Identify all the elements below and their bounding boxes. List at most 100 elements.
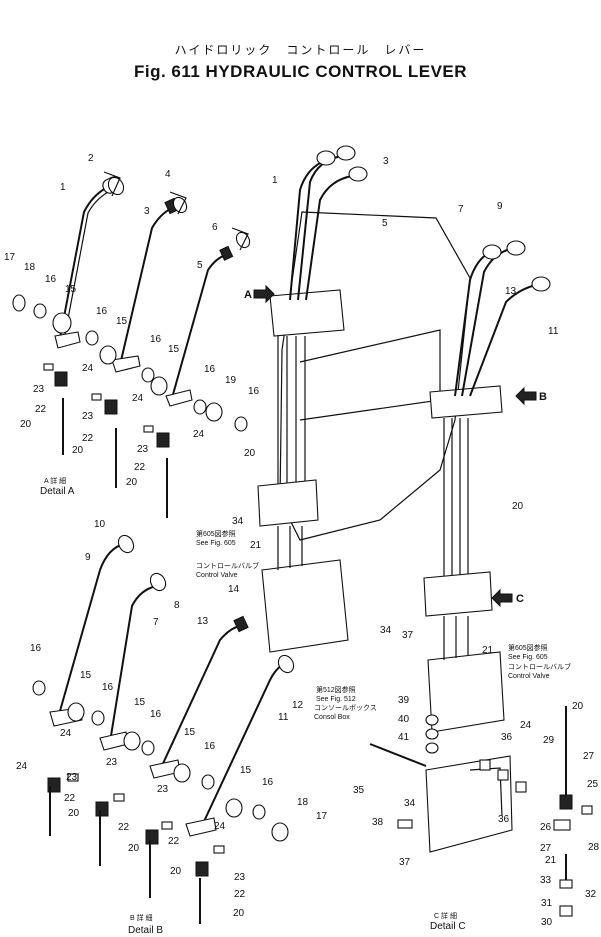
- callout-24: 24: [82, 363, 94, 374]
- callout-22: 22: [134, 462, 146, 473]
- callout-35: 35: [353, 785, 365, 796]
- callout-20: 20: [72, 445, 84, 456]
- callout-29: 29: [543, 735, 555, 746]
- callout-23: 23: [234, 872, 246, 883]
- callout-16: 16: [204, 741, 216, 752]
- callout-14: 14: [228, 584, 240, 595]
- callout-37: 37: [402, 630, 414, 641]
- callout-20: 20: [572, 701, 584, 712]
- callout-16: 16: [96, 306, 108, 317]
- callout-10: 10: [94, 519, 106, 530]
- callout-6: 6: [212, 222, 218, 233]
- callout-27: 27: [583, 751, 595, 762]
- ref-1-en2: Control Valve: [196, 572, 238, 579]
- callout-15: 15: [240, 765, 252, 776]
- callout-15: 15: [80, 670, 92, 681]
- callout-18: 18: [297, 797, 309, 808]
- callout-22: 22: [168, 836, 180, 847]
- callout-33: 33: [540, 875, 552, 886]
- callout-16: 16: [102, 682, 114, 693]
- callout-27: 27: [540, 843, 552, 854]
- detail-a-caption-jp: A 詳 細: [44, 476, 66, 485]
- callout-23: 23: [106, 757, 118, 768]
- callout-12: 12: [292, 700, 304, 711]
- callout-labels: 2 1 4 3 6 5 17 18 16 15 16 15 16 15 16 1…: [4, 153, 600, 928]
- callout-4: 4: [165, 169, 171, 180]
- detail-captions: A 詳 細 Detail A B 詳 細 Detail B C 詳 細 Deta…: [40, 476, 466, 936]
- callout-16: 16: [45, 274, 57, 285]
- detail-a-group: [12, 171, 251, 518]
- callout-20: 20: [20, 419, 32, 430]
- callout-34: 34: [404, 798, 416, 809]
- detail-c-caption-jp: C 詳 細: [434, 911, 457, 920]
- callout-5: 5: [197, 260, 203, 271]
- callout-23: 23: [66, 772, 78, 783]
- callout-20: 20: [233, 908, 245, 919]
- callout-23: 23: [157, 784, 169, 795]
- callout-24: 24: [132, 393, 144, 404]
- detail-c-group: [369, 706, 593, 917]
- callout-41: 41: [398, 732, 410, 743]
- callout-20: 20: [68, 808, 80, 819]
- callout-15: 15: [65, 284, 77, 295]
- callout-16: 16: [30, 643, 42, 654]
- callout-18: 18: [24, 262, 36, 273]
- detail-b-group: [32, 534, 295, 924]
- callout-20: 20: [128, 843, 140, 854]
- callout-38: 38: [372, 817, 384, 828]
- callout-8: 8: [174, 600, 180, 611]
- view-b-label: B: [539, 391, 547, 403]
- callout-22: 22: [35, 404, 47, 415]
- callout-39: 39: [398, 695, 410, 706]
- callout-22: 22: [82, 433, 94, 444]
- callout-28: 28: [588, 842, 600, 853]
- callout-24: 24: [214, 821, 226, 832]
- callout-22: 22: [64, 793, 76, 804]
- callout-22: 22: [234, 889, 246, 900]
- figure-title: Fig. 611 HYDRAULIC CONTROL LEVER: [133, 62, 468, 81]
- callout-36: 36: [498, 814, 510, 825]
- callout-7: 7: [153, 617, 159, 628]
- callout-34: 34: [380, 625, 392, 636]
- ref-1-en: See Fig. 605: [196, 540, 236, 547]
- callout-20: 20: [170, 866, 182, 877]
- ref-1-jp: 第605図参照: [196, 529, 236, 538]
- detail-b-caption: Detail B: [128, 925, 163, 936]
- callout-24: 24: [60, 728, 72, 739]
- callout-1: 1: [60, 182, 66, 193]
- callout-1: 1: [272, 175, 278, 186]
- view-a-label: A: [244, 289, 252, 301]
- detail-b-caption-jp: B 詳 細: [130, 913, 153, 922]
- callout-30: 30: [541, 917, 553, 928]
- ref-3-en: See Fig. 605: [508, 654, 548, 661]
- callout-16: 16: [262, 777, 274, 788]
- callout-24: 24: [193, 429, 205, 440]
- view-c-label: C: [516, 593, 524, 605]
- ref-2-en: See Fig. 512: [316, 696, 356, 703]
- callout-9: 9: [85, 552, 91, 563]
- main-assembly-group: [253, 145, 551, 733]
- callout-5: 5: [382, 218, 388, 229]
- callout-21: 21: [250, 540, 262, 551]
- callout-3: 3: [144, 206, 150, 217]
- callout-21: 21: [482, 645, 494, 656]
- ref-3-jp: 第605図参照: [508, 643, 548, 652]
- callout-3: 3: [383, 156, 389, 167]
- callout-15: 15: [116, 316, 128, 327]
- callout-31: 31: [541, 898, 553, 909]
- callout-24: 24: [520, 720, 532, 731]
- callout-23: 23: [82, 411, 94, 422]
- callout-34: 34: [232, 516, 244, 527]
- callout-21: 21: [545, 855, 557, 866]
- callout-7: 7: [458, 204, 464, 215]
- callout-19: 19: [225, 375, 237, 386]
- callout-20: 20: [512, 501, 524, 512]
- callout-25: 25: [587, 779, 599, 790]
- callout-32: 32: [585, 889, 597, 900]
- callout-17: 17: [316, 811, 328, 822]
- callout-40: 40: [398, 714, 410, 725]
- callout-15: 15: [134, 697, 146, 708]
- callout-15: 15: [168, 344, 180, 355]
- callout-24: 24: [16, 761, 28, 772]
